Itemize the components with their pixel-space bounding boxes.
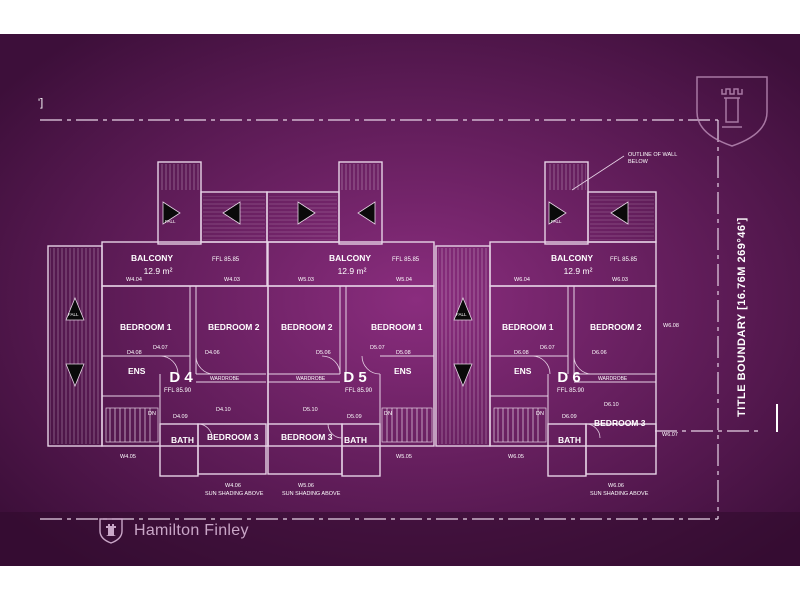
- d4-ens: ENS: [128, 366, 146, 376]
- d4-bath: BATH: [171, 435, 194, 445]
- d5-bedroom-3: BEDROOM 3: [281, 432, 333, 442]
- fall-note-2: FALL: [456, 312, 467, 317]
- sun-shading-d6: SUN SHADING ABOVE: [590, 491, 649, 497]
- d6-tag-w608: W6.08: [663, 323, 679, 329]
- d5-tag-w504: W5.04: [396, 277, 412, 283]
- d4-tag-w405: W4.05: [120, 454, 136, 460]
- corner-mark: ']: [38, 97, 43, 109]
- d4-tag-w406: W4.06: [225, 483, 241, 489]
- d6-bedroom-2: BEDROOM 2: [590, 322, 642, 332]
- d4-tag-d406: D4.06: [205, 350, 220, 356]
- sun-shading-notes: SUN SHADING ABOVE SUN SHADING ABOVE SUN …: [205, 491, 649, 497]
- d6-ens: ENS: [514, 366, 532, 376]
- d6-bedroom-3: BEDROOM 3: [594, 418, 646, 428]
- d4-bedroom-1: BEDROOM 1: [120, 322, 172, 332]
- d6-balcony-label: BALCONY: [551, 253, 593, 263]
- d6-tag-w605: W6.05: [508, 454, 524, 460]
- stairs: [105, 407, 547, 443]
- outline-of-wall-label: OUTLINE OF WALL: [628, 152, 677, 158]
- d5-tag-d507: D5.07: [370, 345, 385, 351]
- d5-bath: BATH: [344, 435, 367, 445]
- fall-note-3: FALL: [165, 219, 176, 224]
- d4-dn: DN: [148, 411, 156, 417]
- d6-tag-d608: D6.08: [514, 350, 529, 356]
- d5-balcony-area: 12.9 m²: [338, 266, 367, 276]
- d6-dn: DN: [536, 411, 544, 417]
- d5-wardrobe: WARDROBE: [296, 376, 326, 382]
- d6-wardrobe: WARDROBE: [598, 376, 628, 382]
- d4-bedroom-3: BEDROOM 3: [207, 432, 259, 442]
- d4-tag-w404: W4.04: [126, 277, 142, 283]
- d6-tag-w606: W6.06: [608, 483, 624, 489]
- d5-tag-w505: W5.05: [396, 454, 412, 460]
- d5-tag-d510: D5.10: [303, 407, 318, 413]
- d4-balcony-ffl: FFL 85.85: [212, 257, 240, 263]
- d5-bedroom-1: BEDROOM 1: [371, 322, 423, 332]
- d5-tag-d506: D5.06: [316, 350, 331, 356]
- d6-tag-d606: D6.06: [592, 350, 607, 356]
- d6-balcony-ffl: FFL 85.85: [610, 257, 638, 263]
- d4-tag-w403: W4.03: [224, 277, 240, 283]
- d5-tag-w506: W5.06: [298, 483, 314, 489]
- outline-of-wall-label-2: BELOW: [628, 159, 649, 165]
- dwelling-d4: BALCONY 12.9 m² FFL 85.85 BEDROOM 1 BEDR…: [120, 253, 260, 489]
- d6-tag-d610: D6.10: [604, 402, 619, 408]
- door-swings: [159, 355, 601, 439]
- rook-shield-icon: [99, 518, 123, 544]
- d5-tag-w503: W5.03: [298, 277, 314, 283]
- d4-tag-d410: D4.10: [216, 407, 231, 413]
- footer-band: [0, 512, 800, 566]
- d5-ens: ENS: [394, 366, 412, 376]
- d4-tag-d407: D4.07: [153, 345, 168, 351]
- sun-shading-d4: SUN SHADING ABOVE: [205, 491, 264, 497]
- background: [0, 34, 800, 566]
- d4-tag-d408: D4.08: [127, 350, 142, 356]
- d5-tag-d509: D5.09: [347, 414, 362, 420]
- d4-balcony-label: BALCONY: [131, 253, 173, 263]
- d6-tag-w603: W6.03: [612, 277, 628, 283]
- d6-tag-w607: W6.07: [662, 432, 678, 438]
- dwelling-d5: BALCONY 12.9 m² FFL 85.85 BEDROOM 2 BEDR…: [281, 253, 423, 489]
- d5-balcony-ffl: FFL 85.85: [392, 257, 420, 263]
- brand-footer: Hamilton Finley: [98, 516, 249, 546]
- d6-bath: BATH: [558, 435, 581, 445]
- d5-bedroom-2: BEDROOM 2: [281, 322, 333, 332]
- d5-dn: DN: [384, 411, 392, 417]
- d6-bedroom-1: BEDROOM 1: [502, 322, 554, 332]
- d6-tag-d607: D6.07: [540, 345, 555, 351]
- outline-leader: [571, 155, 625, 191]
- floor-plan-drawing: ']: [0, 34, 800, 566]
- fall-notes: FALL FALL FALL FALL: [68, 219, 562, 317]
- building-outline: [47, 161, 657, 477]
- d4-name: D 4: [169, 369, 193, 386]
- dwelling-d6: BALCONY 12.9 m² FFL 85.85 BEDROOM 1 BEDR…: [502, 253, 679, 489]
- fall-note-4: FALL: [551, 219, 562, 224]
- d6-ffl: FFL 85.90: [557, 388, 585, 394]
- floor-plan-frame: ']: [0, 34, 800, 566]
- d6-name: D 6: [557, 369, 580, 386]
- fall-arrows: [65, 201, 629, 388]
- title-boundary-label: TITLE BOUNDARY [16.76M 269°46']: [736, 217, 748, 417]
- d6-tag-d609: D6.09: [562, 414, 577, 420]
- d4-wardrobe: WARDROBE: [210, 376, 240, 382]
- d6-tag-w604: W6.04: [514, 277, 530, 283]
- d4-ffl: FFL 85.90: [164, 388, 192, 394]
- d4-balcony-area: 12.9 m²: [144, 266, 173, 276]
- d6-balcony-area: 12.9 m²: [564, 266, 593, 276]
- d5-name: D 5: [343, 369, 366, 386]
- d4-tag-d409: D4.09: [173, 414, 188, 420]
- d5-tag-d508: D5.08: [396, 350, 411, 356]
- fall-note-1: FALL: [68, 312, 79, 317]
- watermark-logo-icon: [696, 76, 768, 147]
- d5-ffl: FFL 85.90: [345, 388, 373, 394]
- brand-name: Hamilton Finley: [134, 522, 249, 539]
- d5-balcony-label: BALCONY: [329, 253, 371, 263]
- sun-shading-d5: SUN SHADING ABOVE: [282, 491, 341, 497]
- d4-bedroom-2: BEDROOM 2: [208, 322, 260, 332]
- boundary-lines: [40, 119, 760, 520]
